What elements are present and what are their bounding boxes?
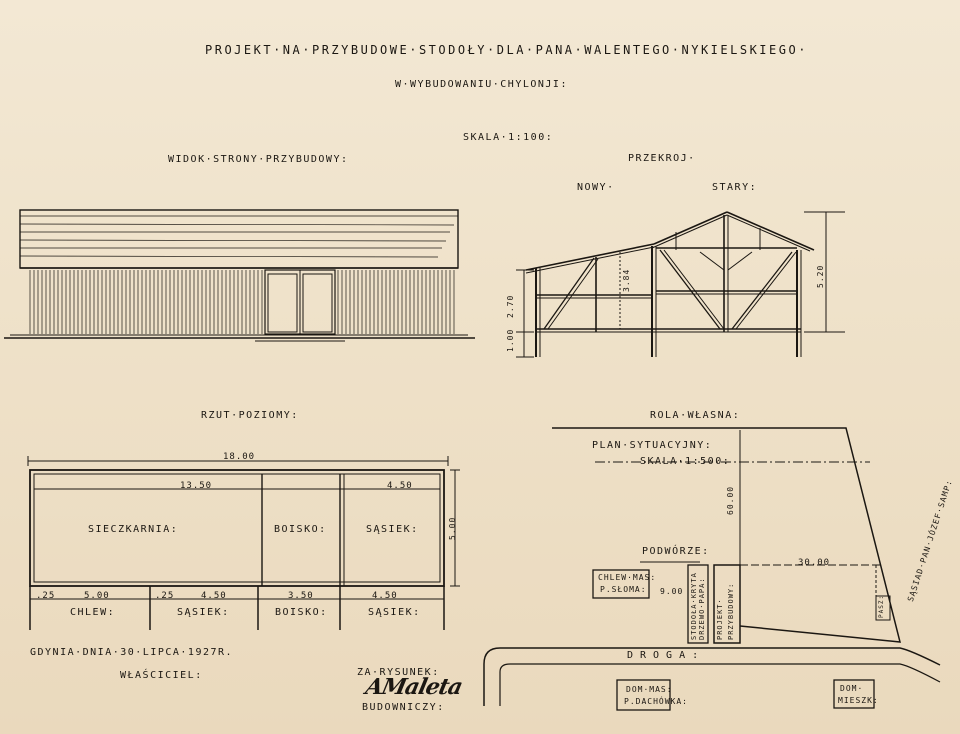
section-dim-270: 2.70	[506, 294, 515, 318]
room-sieczkarnia: Sieczkarnia:	[88, 524, 179, 535]
room-sasiek-top: Sąsiek:	[366, 524, 419, 535]
scale-label: Skala·1:100:	[463, 132, 554, 143]
house-mas-label-2: P.dachówka:	[624, 697, 688, 706]
chlew-label-1: Chlew·mas:	[598, 573, 657, 582]
builder-label: Budowniczy:	[362, 702, 445, 713]
room-boisko-top: Boisko:	[274, 524, 327, 535]
site-plan-scale: Skala·1:500:	[640, 456, 731, 467]
owner-label: Właściciel:	[120, 670, 203, 681]
section-old-label: Stary:	[712, 182, 758, 193]
room-sasiek-1: Sąsiek:	[177, 607, 230, 618]
elevation-heading: Widok·strony·przybudowy:	[168, 154, 349, 165]
roof-line	[19, 255, 439, 258]
project-box-label-1: Projekt·	[716, 598, 724, 640]
section-drawing	[516, 211, 845, 358]
small-box-label: Pasz:	[878, 594, 885, 618]
yard-label: Podwórze:	[642, 546, 710, 557]
site-heading: Rola·własna:	[650, 410, 741, 421]
wall-boards	[29, 270, 455, 334]
plan-heading: Rzut·poziomy:	[201, 410, 299, 421]
project-box-label-2: Przybudowy:	[727, 582, 735, 640]
plan-depth-dim: 5.00	[448, 516, 457, 540]
barn-label-1: Stodoła·kryta	[690, 572, 698, 640]
room-sasiek-2: Sąsiek:	[368, 607, 421, 618]
project-title: Projekt·na·przybudowe·stodoły·dla·pana·W…	[205, 43, 808, 57]
room-boisko-bottom: Boisko:	[275, 607, 328, 618]
site-dim-60: 60.00	[726, 485, 735, 515]
barn-label-2: drzewo·papa:	[698, 577, 706, 640]
plan-overall-dim: 18.00	[223, 452, 256, 462]
plan-bottom-dim-2: 5.00	[84, 591, 110, 601]
roof-lines	[19, 215, 458, 258]
site-dim-30: 30.00	[798, 558, 831, 568]
plan-bottom-dim-5: 3.50	[288, 591, 314, 601]
section-new-label: Nowy·	[577, 182, 615, 193]
road-label: Droga:	[627, 650, 706, 661]
plan-bottom-dim-6: 4.50	[372, 591, 398, 601]
house-mas-label-1: Dom·mas:	[626, 685, 673, 694]
plan-top-dim-1: 13.50	[180, 481, 213, 491]
site-plan-title: Plan·sytuacyjny:	[592, 440, 713, 451]
chlew-label-2: P.słoma:	[600, 585, 647, 594]
section-dim-384: 3.84	[622, 268, 631, 292]
site-dim-9: 9.00	[660, 587, 684, 596]
roof-line	[19, 223, 455, 226]
signature: AMaleta	[363, 674, 465, 700]
drawn-by-label: Za·rysunek:	[357, 667, 440, 678]
house-label-2: mieszk:	[838, 696, 879, 705]
roof-line	[19, 239, 447, 242]
house-label-1: Dom·	[840, 684, 864, 693]
project-subtitle: w·wybudowaniu·Chylonji:	[395, 79, 568, 90]
section-dim-520: 5.20	[816, 264, 825, 288]
room-chlew: Chlew:	[70, 607, 116, 618]
floor-plan-drawing	[27, 456, 460, 630]
plan-bottom-dim-1: .25	[36, 591, 56, 601]
plan-bottom-dim-3: .25	[155, 591, 175, 601]
plan-bottom-dim-4: 4.50	[201, 591, 227, 601]
plan-top-dim-2: 4.50	[387, 481, 413, 491]
place-date: Gdynia·dnia·30·lipca·1927r.	[30, 647, 234, 658]
elevation-drawing	[4, 209, 475, 342]
section-heading: Przekroj·	[628, 153, 696, 164]
section-dim-100: 1.00	[506, 328, 515, 352]
site-plan-drawing	[483, 427, 941, 711]
